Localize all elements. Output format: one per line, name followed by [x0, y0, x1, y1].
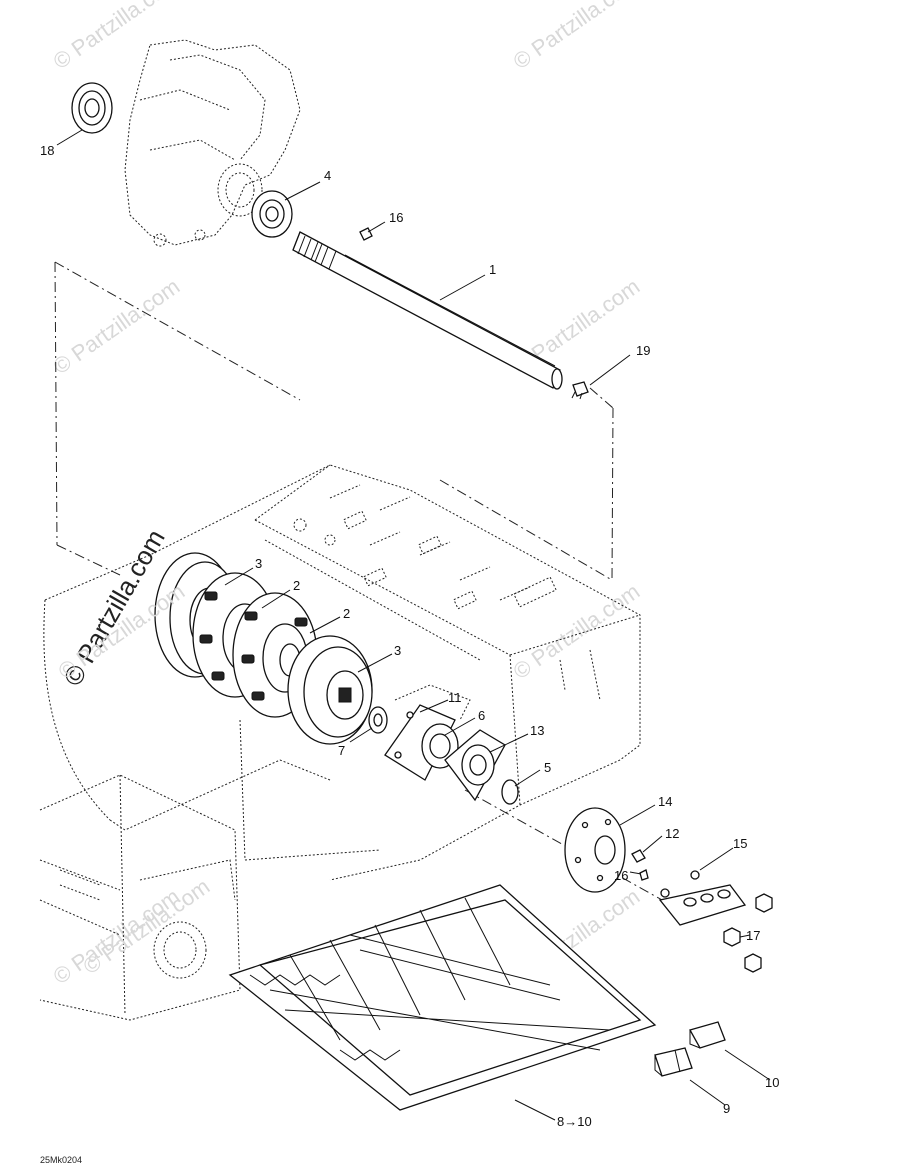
leader-lines	[56, 129, 771, 1121]
callout-12: 12	[665, 826, 679, 841]
key-part-16	[359, 227, 373, 241]
bracket-part-15	[658, 870, 747, 926]
callout-2: 2	[343, 606, 350, 621]
fitting-part-19	[571, 381, 589, 400]
nuts-part-17	[723, 893, 773, 973]
spacer-part-7	[368, 706, 388, 734]
nut-part-12	[631, 849, 646, 863]
bearing-housing-part-13	[444, 729, 506, 802]
diagram-code: 25Mk0204	[40, 1155, 82, 1165]
callout-15: 15	[733, 836, 747, 851]
callout-7: 7	[338, 743, 345, 758]
callout-1: 1	[489, 262, 496, 277]
gearcase-housing	[124, 39, 301, 247]
callout-18: 18	[40, 143, 54, 158]
watermark: © Partzilla.com	[49, 274, 185, 380]
callout-6: 6	[478, 708, 485, 723]
callout-3: 3	[255, 556, 262, 571]
sprocket-part-3-right	[287, 635, 373, 745]
track-part-8	[228, 884, 657, 1111]
key-part-16-lower	[639, 869, 649, 881]
callout-16: 16	[614, 868, 628, 883]
clip-part-10	[689, 1021, 726, 1049]
chassis-lower	[39, 774, 241, 1021]
callout-9: 9	[723, 1101, 730, 1116]
bearing-part-18	[71, 82, 113, 134]
callout-2: 2	[293, 578, 300, 593]
hub-plate-part-14	[564, 807, 626, 893]
ring-part-5	[501, 779, 519, 805]
clip-part-9	[654, 1047, 693, 1077]
callout-11: 11	[448, 690, 462, 705]
callout-3: 3	[394, 643, 401, 658]
chassis-tunnel	[43, 464, 641, 881]
callout-19: 19	[636, 343, 650, 358]
callout-10: 10	[765, 1075, 779, 1090]
watermark: © Partzilla.com	[509, 0, 645, 74]
callouts: 18 4 16 1 19 3 2 2 3 7 11 6 13 5 14 12 1…	[40, 143, 779, 1129]
seal-part-4	[251, 190, 293, 238]
callout-16: 16	[389, 210, 403, 225]
callout-17: 17	[746, 928, 760, 943]
callout-14: 14	[658, 794, 672, 809]
watermark: © Partzilla.com	[509, 579, 645, 685]
callout-8-10: 8→10	[557, 1114, 592, 1129]
callout-5: 5	[544, 760, 551, 775]
callout-4: 4	[324, 168, 331, 183]
callout-13: 13	[530, 723, 544, 738]
watermark: © Partzilla.com	[49, 0, 185, 74]
drive-shaft-part-1	[292, 231, 563, 390]
